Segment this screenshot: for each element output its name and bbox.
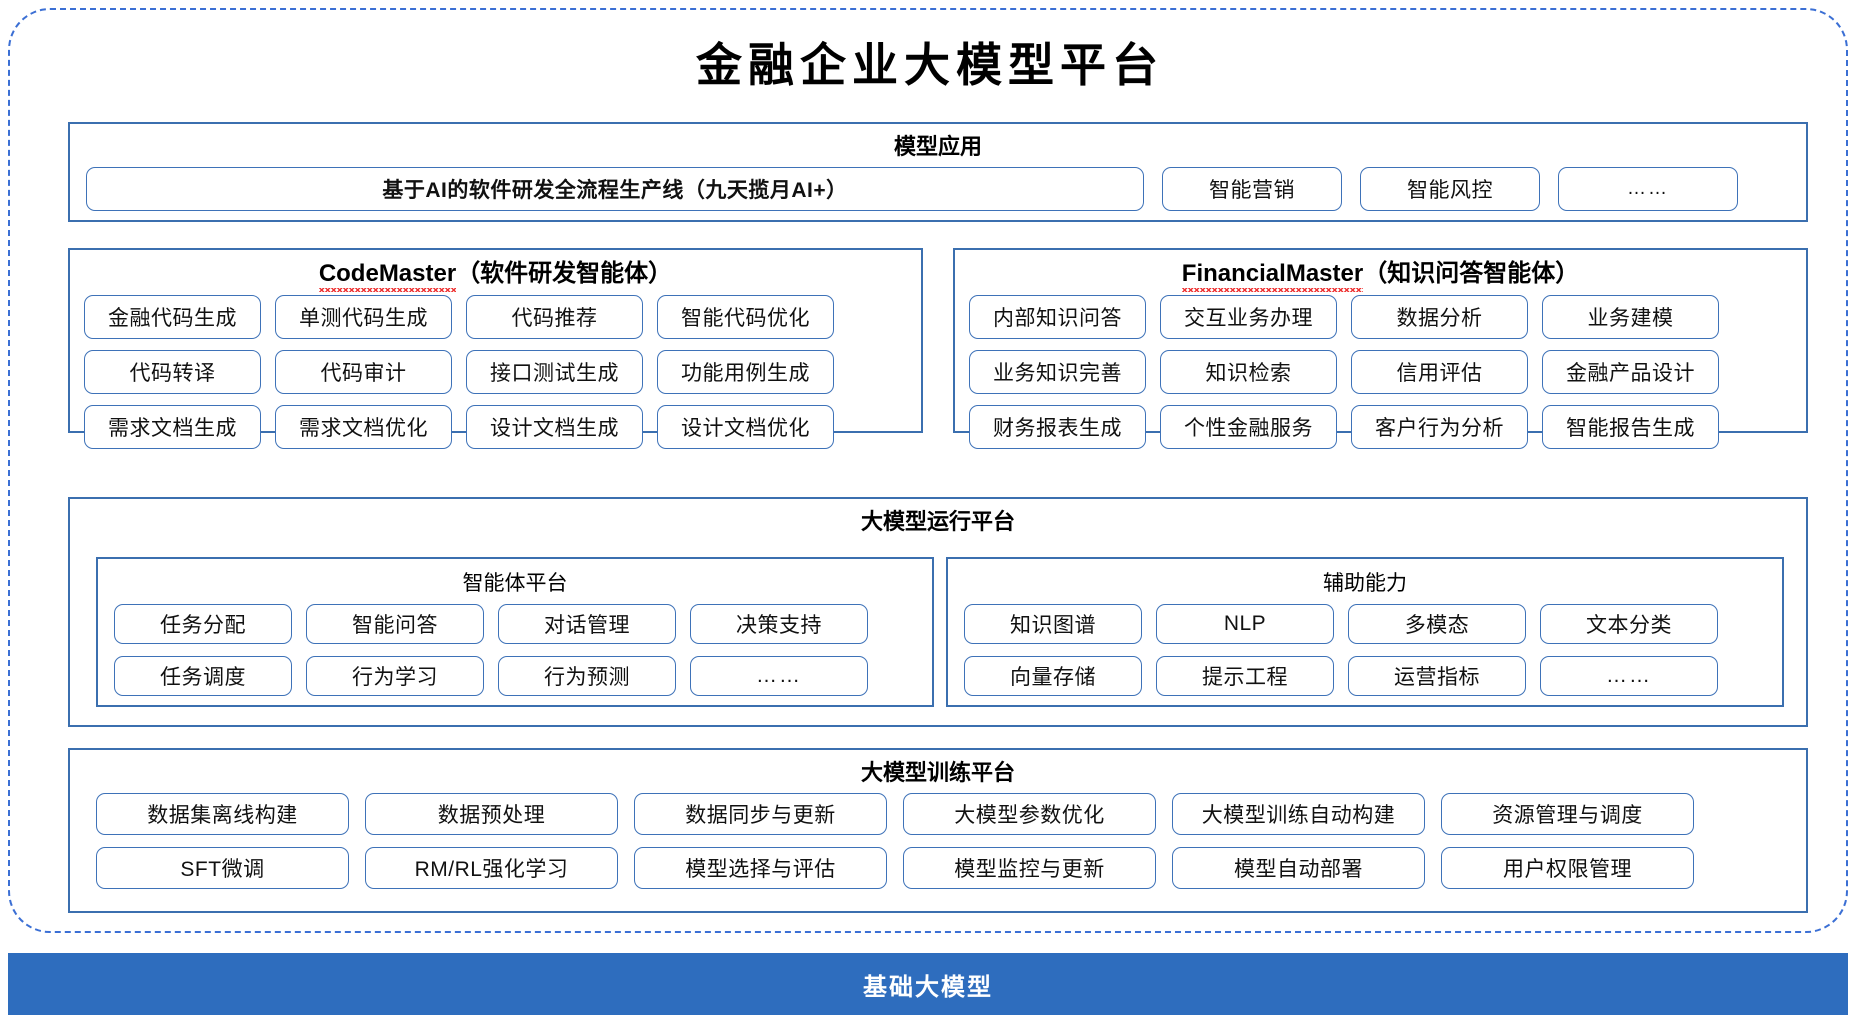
chip-model-select-eval[interactable]: 模型选择与评估	[634, 846, 887, 889]
chip-group-model-application: 基于AI的软件研发全流程生产线（九天揽月AI+） 智能营销 智能风控 ……	[70, 166, 1806, 211]
chip-smart-marketing[interactable]: 智能营销	[1162, 166, 1342, 211]
chip-dialog-management[interactable]: 对话管理	[498, 604, 676, 644]
chip-personalized-finance[interactable]: 个性金融服务	[1160, 405, 1337, 449]
chip-smart-risk-control[interactable]: 智能风控	[1360, 166, 1540, 211]
chip-data-preprocessing[interactable]: 数据预处理	[365, 792, 618, 835]
chip-design-doc-gen[interactable]: 设计文档生成	[466, 405, 643, 449]
code-master-subtitle: （软件研发智能体）	[456, 260, 673, 287]
chip-design-doc-optimize[interactable]: 设计文档优化	[657, 405, 834, 449]
chip-data-sync-update[interactable]: 数据同步与更新	[634, 792, 887, 835]
chip-behavior-prediction[interactable]: 行为预测	[498, 656, 676, 696]
chip-group-train-platform: 数据集离线构建 数据预处理 数据同步与更新 大模型参数优化 大模型训练自动构建 …	[70, 792, 1806, 889]
chip-model-auto-deploy[interactable]: 模型自动部署	[1172, 846, 1425, 889]
section-model-application: 模型应用 基于AI的软件研发全流程生产线（九天揽月AI+） 智能营销 智能风控 …	[68, 122, 1808, 222]
chip-more-applications[interactable]: ……	[1558, 166, 1738, 211]
chip-rm-rl-learning[interactable]: RM/RL强化学习	[365, 846, 618, 889]
chip-credit-assessment[interactable]: 信用评估	[1351, 350, 1528, 394]
chip-user-permission[interactable]: 用户权限管理	[1441, 846, 1694, 889]
chip-model-param-optimize[interactable]: 大模型参数优化	[903, 792, 1156, 835]
subsection-title-agent-platform: 智能体平台	[462, 572, 568, 595]
subsection-agent-platform: 智能体平台 任务分配 智能问答 对话管理 决策支持 任务调度 行为学习 行为预测…	[96, 557, 934, 707]
chip-unit-test-code-gen[interactable]: 单测代码生成	[275, 295, 452, 339]
subsection-title-auxiliary-capability: 辅助能力	[1323, 572, 1407, 595]
section-title-model-application: 模型应用	[893, 134, 982, 159]
chip-code-audit[interactable]: 代码审计	[275, 350, 452, 394]
chip-interactive-business[interactable]: 交互业务办理	[1160, 295, 1337, 339]
chip-data-analysis[interactable]: 数据分析	[1351, 295, 1528, 339]
base-model-label: 基础大模型	[863, 973, 993, 1001]
financial-master-subtitle: （知识问答智能体）	[1363, 260, 1580, 287]
section-title-code-master: CodeMaster（软件研发智能体）	[70, 250, 921, 295]
chip-api-test-gen[interactable]: 接口测试生成	[466, 350, 643, 394]
section-title-run-platform: 大模型运行平台	[860, 509, 1015, 534]
chip-smart-qa[interactable]: 智能问答	[306, 604, 484, 644]
chip-text-classification[interactable]: 文本分类	[1540, 604, 1718, 644]
base-model-bar: 基础大模型	[8, 953, 1848, 1015]
financial-master-name: FinancialMaster	[1181, 260, 1364, 292]
chip-smart-code-optimize[interactable]: 智能代码优化	[657, 295, 834, 339]
chip-behavior-learning[interactable]: 行为学习	[306, 656, 484, 696]
chip-multimodal[interactable]: 多模态	[1348, 604, 1526, 644]
section-title-train-platform: 大模型训练平台	[860, 760, 1015, 785]
chip-decision-support[interactable]: 决策支持	[690, 604, 868, 644]
chip-smart-report-gen[interactable]: 智能报告生成	[1542, 405, 1719, 449]
chip-group-code-master: 金融代码生成 单测代码生成 代码推荐 智能代码优化 代码转译 代码审计 接口测试…	[70, 295, 921, 449]
chip-more-auxiliary[interactable]: ……	[1540, 656, 1718, 696]
chip-code-translate[interactable]: 代码转译	[84, 350, 261, 394]
chip-financial-product-design[interactable]: 金融产品设计	[1542, 350, 1719, 394]
chip-prompt-engineering[interactable]: 提示工程	[1156, 656, 1334, 696]
chip-ai-dev-pipeline[interactable]: 基于AI的软件研发全流程生产线（九天揽月AI+）	[86, 166, 1144, 211]
chip-financial-statement-gen[interactable]: 财务报表生成	[969, 405, 1146, 449]
code-master-name: CodeMaster	[318, 260, 457, 292]
chip-knowledge-retrieval[interactable]: 知识检索	[1160, 350, 1337, 394]
chip-group-financial-master: 内部知识问答 交互业务办理 数据分析 业务建模 业务知识完善 知识检索 信用评估…	[955, 295, 1806, 449]
chip-group-agent-platform: 任务分配 智能问答 对话管理 决策支持 任务调度 行为学习 行为预测 ……	[98, 604, 932, 696]
chip-knowledge-graph[interactable]: 知识图谱	[964, 604, 1142, 644]
chip-group-auxiliary-capability: 知识图谱 NLP 多模态 文本分类 向量存储 提示工程 运营指标 ……	[948, 604, 1782, 696]
section-code-master: CodeMaster（软件研发智能体） 金融代码生成 单测代码生成 代码推荐 智…	[68, 248, 923, 449]
chip-model-monitor-update[interactable]: 模型监控与更新	[903, 846, 1156, 889]
chip-sft-finetune[interactable]: SFT微调	[96, 846, 349, 889]
section-train-platform: 大模型训练平台 数据集离线构建 数据预处理 数据同步与更新 大模型参数优化 大模…	[68, 748, 1808, 913]
chip-code-recommend[interactable]: 代码推荐	[466, 295, 643, 339]
chip-training-auto-build[interactable]: 大模型训练自动构建	[1172, 792, 1425, 835]
chip-business-knowledge[interactable]: 业务知识完善	[969, 350, 1146, 394]
chip-req-doc-gen[interactable]: 需求文档生成	[84, 405, 261, 449]
chip-business-modeling[interactable]: 业务建模	[1542, 295, 1719, 339]
section-financial-master: FinancialMaster（知识问答智能体） 内部知识问答 交互业务办理 数…	[953, 248, 1808, 449]
chip-more-agent-platform[interactable]: ……	[690, 656, 868, 696]
chip-finance-code-gen[interactable]: 金融代码生成	[84, 295, 261, 339]
chip-dataset-offline-build[interactable]: 数据集离线构建	[96, 792, 349, 835]
chip-customer-behavior[interactable]: 客户行为分析	[1351, 405, 1528, 449]
chip-operation-metrics[interactable]: 运营指标	[1348, 656, 1526, 696]
chip-req-doc-optimize[interactable]: 需求文档优化	[275, 405, 452, 449]
subsection-auxiliary-capability: 辅助能力 知识图谱 NLP 多模态 文本分类 向量存储 提示工程 运营指标 ……	[946, 557, 1784, 707]
page-title: 金融企业大模型平台	[696, 39, 1164, 91]
section-run-platform: 大模型运行平台 智能体平台 任务分配 智能问答 对话管理 决策支持 任务调度 行…	[68, 497, 1808, 727]
chip-vector-storage[interactable]: 向量存储	[964, 656, 1142, 696]
chip-resource-management[interactable]: 资源管理与调度	[1441, 792, 1694, 835]
chip-nlp[interactable]: NLP	[1156, 604, 1334, 644]
chip-feature-case-gen[interactable]: 功能用例生成	[657, 350, 834, 394]
section-title-financial-master: FinancialMaster（知识问答智能体）	[955, 250, 1806, 295]
chip-internal-knowledge-qa[interactable]: 内部知识问答	[969, 295, 1146, 339]
chip-task-scheduling[interactable]: 任务调度	[114, 656, 292, 696]
outer-dashed-frame: 金融企业大模型平台 模型应用 基于AI的软件研发全流程生产线（九天揽月AI+） …	[8, 8, 1848, 933]
chip-task-allocation[interactable]: 任务分配	[114, 604, 292, 644]
